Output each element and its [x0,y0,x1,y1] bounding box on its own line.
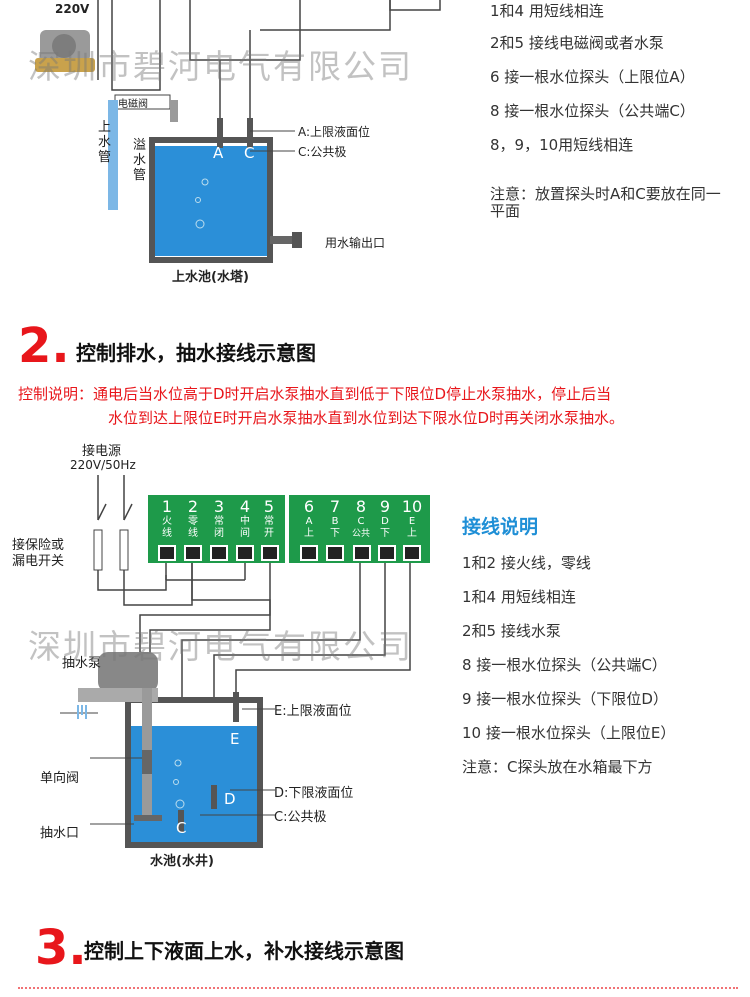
probe-e-label: E [230,730,239,748]
screw-terminal [184,545,202,561]
screw-terminal [236,545,254,561]
terminal-4: 4 中 间 [239,497,251,539]
terminal-1: 1 火 线 [161,497,173,539]
screw-terminal [403,545,421,561]
wiring-attention: 注意：C探头放在水箱最下方 [462,758,653,776]
cut-off-red-text [18,987,738,997]
wiring-note-line: 9 接一根水位探头（下限位D） [462,690,668,708]
wiring-note-line: 1和4 用短线相连 [462,588,576,606]
breaker-label-2: 漏电开关 [12,554,65,569]
outlet-label: 用水输出口 [325,236,386,250]
screw-terminal [353,545,371,561]
control-desc-line2: 水位到达上限位E时开启水泵抽水直到水位到达下限水位D时再关闭水泵抽水。 [108,409,625,427]
terminal-8: 8 C 公共 [351,497,370,539]
voltage-label: 220V [55,2,90,16]
pool-caption: 上水池(水塔) [172,270,249,285]
note-line: 6 接一根水位探头（上限位A） [490,68,695,86]
pump-label: 抽水泵 [62,656,102,671]
note-line: 1和4 用短线相连 [490,2,604,20]
terminal-10: 10 E 上 [401,497,423,539]
terminal-6: 6 A 上 [303,497,315,539]
probe-a-label: A [213,144,224,162]
screw-terminal [158,545,176,561]
wiring-note-line: 1和2 接火线，零线 [462,554,591,572]
wiring-note-line: 8 接一根水位探头（公共端C） [462,656,667,674]
valve-label: 电磁阀 [118,99,148,110]
pool-caption-2: 水池(水井) [150,854,214,869]
screw-terminal [326,545,344,561]
terminal-9: 9 D 下 [379,497,391,539]
screw-terminal [261,545,279,561]
note-line: 8 接一根水位探头（公共端C） [490,102,695,120]
common-pole-label: C:公共极 [298,145,347,159]
terminal-3: 3 常 闭 [213,497,225,539]
upper-level-e-label: E:上限液面位 [274,704,352,719]
control-desc-line1: 控制说明：通电后当水位高于D时开启水泵抽水直到低于下限位D停止水泵抽水，停止后当 [18,385,612,403]
solenoid-valve-image [35,30,95,72]
wiring-note-line: 10 接一根水位探头（上限位E） [462,724,676,742]
section-number: 3. [35,920,87,976]
attention-note: 注意：放置探头时A和C要放在同一平面 [490,185,721,220]
wiring-title: 接线说明 [462,516,539,538]
inlet-pipe-label: 上水管 [98,120,112,165]
breaker-label-1: 接保险或 [12,538,65,553]
lower-level-d-label: D:下限液面位 [274,786,354,801]
drain-diagram: E D C [60,475,430,848]
probe-d-label: D [224,790,236,808]
check-valve-label: 单向阀 [40,771,80,786]
intake-label: 抽水口 [40,826,80,841]
top-diagram: A C [35,0,441,263]
terminal-7: 7 B 下 [329,497,341,539]
probe-c-label: C [244,144,254,162]
terminal-block: 1 火 线 2 零 线 3 常 闭 4 中 间 5 常 开 6 A 上 7 B … [148,495,430,563]
section-title: 控制排水，抽水接线示意图 [76,341,316,365]
section-number: 2. [18,318,70,374]
probe-c-label-2: C [176,819,186,837]
wiring-note-line: 2和5 接线水泵 [462,622,561,640]
power-spec: 220V/50Hz [70,458,136,472]
screw-terminal [300,545,318,561]
section-title: 控制上下液面上水，补水接线示意图 [84,939,404,963]
overflow-pipe-label: 溢水管 [133,138,147,183]
terminal-2: 2 零 线 [187,497,199,539]
screw-terminal [378,545,396,561]
watermark: 深圳市碧河电气有限公司 [28,47,413,86]
common-pole-c-label: C:公共极 [274,810,327,825]
terminal-5: 5 常 开 [263,497,275,539]
upper-level-label: A:上限液面位 [298,125,371,139]
note-line: 2和5 接线电磁阀或者水泵 [490,34,664,52]
power-label: 接电源 [82,444,122,459]
watermark: 深圳市碧河电气有限公司 [28,627,413,666]
screw-terminal [210,545,228,561]
note-line: 8，9，10用短线相连 [490,136,634,154]
